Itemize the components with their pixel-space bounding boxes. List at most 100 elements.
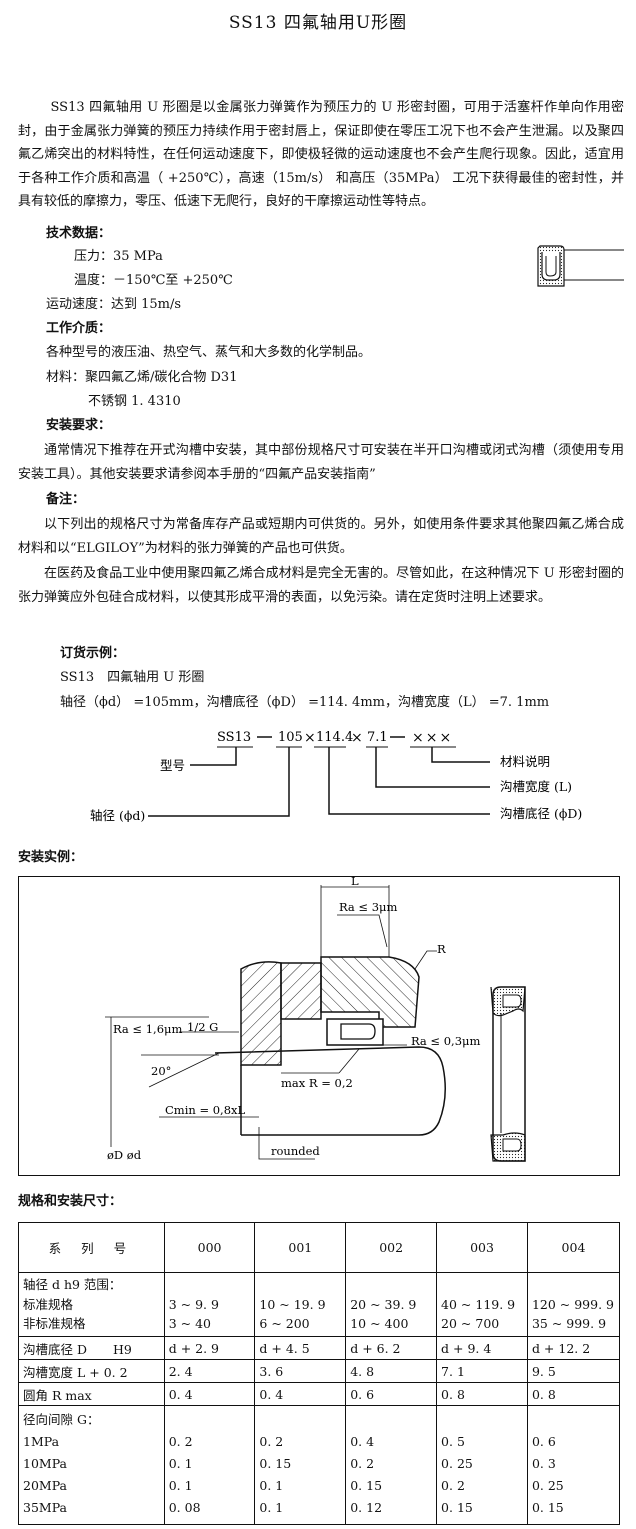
dim-ra3: Ra ≤ 3μm: [339, 900, 398, 914]
table-cell: 0. 12: [350, 1500, 383, 1515]
order-product: SS13 四氟轴用 U 形圈: [60, 670, 205, 685]
dim-half-g: 1/2 G: [187, 1020, 218, 1034]
install-heading: 安装要求：: [46, 418, 112, 433]
note-paragraph-1: 以下列出的规格尺寸为常备库存产品或短期内可供货的。另外，如使用条件要求其他聚四氟…: [18, 517, 624, 556]
dim-od: øD ød: [107, 1148, 142, 1162]
table-cell: 0. 1: [168, 1478, 193, 1493]
table-cell: 10 ~ 19. 9: [259, 1296, 326, 1312]
table-cell: 0. 4: [163, 1382, 256, 1406]
code-L: 7.1: [367, 730, 388, 745]
table-cell: 40 ~ 119. 9: [441, 1296, 516, 1312]
table-cell: 3 ~ 9. 9: [168, 1296, 219, 1312]
code-x1: ×: [304, 730, 316, 746]
table-cell: 2. 4: [163, 1359, 256, 1383]
table-cell: 0. 25: [531, 1478, 564, 1493]
header-003: 003: [436, 1222, 528, 1273]
row-label: 35MPa: [23, 1500, 68, 1515]
table-cell: d + 2. 9: [163, 1336, 256, 1360]
media-text: 各种型号的液压油、热空气、蒸气和大多数的化学制品。: [46, 345, 372, 360]
page-title: SS13 四氟轴用U形圈: [228, 13, 408, 33]
order-heading: 订货示例：: [60, 646, 126, 661]
note-paragraph-2: 在医药及食品工业中使用聚四氟乙烯合成材料是完全无害的。尽管如此，在这种情况下 U…: [18, 566, 624, 605]
order-code-diagram: SS13 105 × 114.4 × 7.1 ××× 型号 轴径 (ϕd) 材料…: [90, 730, 582, 822]
label-model: 型号: [160, 758, 185, 773]
seal-profile-icon: [537, 245, 624, 287]
table-cell: 0. 15: [350, 1478, 383, 1493]
table-cell: 0. 15: [531, 1500, 564, 1515]
dim-max-r: max R = 0,2: [281, 1076, 353, 1090]
table-cell: 20 ~ 39. 9: [350, 1296, 417, 1312]
material-line-1: 材料：聚四氟乙烯/碳化合物 D31: [46, 370, 238, 385]
table-cell: 0. 8: [526, 1382, 621, 1406]
label-shaft: 轴径 (ϕd): [90, 808, 145, 822]
table-cell: [259, 1275, 341, 1295]
label-material: 材料说明: [500, 754, 550, 769]
note-heading: 备注：: [46, 492, 86, 507]
label-width: 沟槽宽度 (L): [500, 779, 572, 794]
table-cell: 9. 5: [526, 1359, 621, 1383]
install-diagram: L Ra ≤ 3μm R Ra ≤ 1,6μm 1/2 G Ra ≤ 0,3μm…: [105, 877, 526, 1162]
code-mat: ×××: [412, 730, 453, 746]
table-cell: 0. 1: [259, 1500, 284, 1515]
row-label: 20MPa: [23, 1478, 68, 1493]
table-cell: 0. 2: [350, 1456, 375, 1471]
table-header-row: 系 列 号 000 001 002 003 004: [18, 1222, 621, 1273]
row-label: 标准规格: [23, 1296, 74, 1312]
table-cell: [532, 1275, 615, 1295]
install-diagram-frame: L Ra ≤ 3μm R Ra ≤ 1,6μm 1/2 G Ra ≤ 0,3μm…: [18, 876, 620, 1176]
table-cell: 0. 08: [168, 1500, 201, 1515]
dim-ra03: Ra ≤ 0,3μm: [411, 1034, 480, 1048]
table-cell: d + 6. 2: [345, 1336, 438, 1360]
table-cell: 120 ~ 999. 9: [531, 1296, 614, 1312]
table-cell: 35 ~ 999. 9: [531, 1316, 607, 1332]
table-row: 圆角 R max 0. 4 0. 4 0. 6 0. 8 0. 8: [18, 1382, 621, 1406]
dim-ra16: Ra ≤ 1,6μm: [113, 1022, 182, 1036]
table-cell: d + 9. 4: [436, 1336, 528, 1360]
row-label: 10MPa: [23, 1456, 68, 1471]
tech-pressure: 压力：35 MPa: [74, 249, 163, 264]
media-heading: 工作介质：: [46, 321, 112, 336]
table-cell: 0. 6: [531, 1434, 556, 1449]
dim-angle: 20°: [151, 1064, 171, 1078]
table-cell: [441, 1275, 523, 1295]
dim-R: R: [437, 942, 446, 956]
table-cell: 0. 1: [168, 1456, 193, 1471]
code-x2: ×: [351, 730, 363, 746]
table-cell: 0. 3: [531, 1456, 556, 1471]
table-cell: 0. 2: [168, 1434, 193, 1449]
row-label: 圆角 R max: [18, 1382, 165, 1406]
table-cell: d + 12. 2: [526, 1336, 621, 1360]
table-cell: 0. 25: [441, 1456, 473, 1471]
table-cell: d + 4. 5: [254, 1336, 347, 1360]
row-label: 径向间隙 G：: [23, 1412, 100, 1427]
row-label: 沟槽宽度 L + 0. 2: [18, 1359, 165, 1383]
table-cell: [169, 1410, 251, 1432]
dim-L: L: [351, 877, 359, 888]
table-cell: 3. 6: [254, 1359, 347, 1383]
header-004: 004: [526, 1222, 621, 1273]
table-cell: 0. 1: [259, 1478, 284, 1493]
table-cell: [350, 1275, 432, 1295]
spec-heading: 规格和安装尺寸：: [18, 1194, 123, 1209]
code-series: SS13: [217, 730, 251, 745]
table-cell: 7. 1: [436, 1359, 528, 1383]
table-cell: 0. 15: [259, 1456, 292, 1471]
row-label: 沟槽底径 D: [23, 1341, 87, 1357]
table-cell: 0. 8: [436, 1382, 528, 1406]
code-d: 105: [278, 730, 303, 745]
table-cell: 0. 15: [441, 1500, 473, 1515]
tech-heading: 技术数据：: [46, 226, 112, 241]
header-000: 000: [163, 1222, 256, 1273]
table-cell: 0. 2: [259, 1434, 284, 1449]
order-dims: 轴径（ϕd） =105mm，沟槽底径（ϕD） =114. 4mm，沟槽宽度（L）…: [60, 695, 550, 710]
dim-cmin: Cmin = 0,8xL: [165, 1103, 246, 1117]
table-cell: 0. 6: [345, 1382, 438, 1406]
spec-table: 系 列 号 000 001 002 003 004 轴径 d h9 范围： 标准规…: [18, 1222, 621, 1525]
row-label: 轴径 d h9 范围：: [23, 1277, 122, 1293]
table-row: 沟槽宽度 L + 0. 2 2. 4 3. 6 4. 8 7. 1 9. 5: [18, 1359, 621, 1383]
label-groove: 沟槽底径 (ϕD): [500, 806, 582, 821]
code-D: 114.4: [316, 730, 353, 745]
row-label: 非标准规格: [23, 1316, 86, 1332]
